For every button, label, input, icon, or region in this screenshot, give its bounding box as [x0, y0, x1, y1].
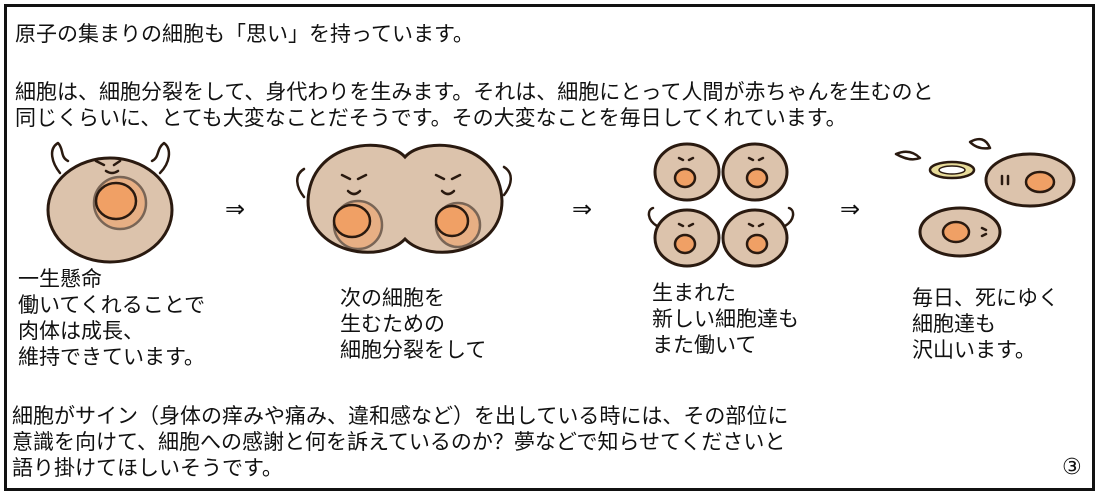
heading: 原子の集まりの細胞も「思い」を持っています。 [15, 22, 474, 46]
arrow-1: ⇒ [225, 195, 246, 223]
cell-dividing-illustration [296, 143, 512, 254]
footer-line-1: 細胞がサイン（身体の痒みや痛み、違和感など）を出している時には、その部位に [12, 404, 789, 428]
caption-3: 生まれた 新しい細胞達も また働いて [652, 281, 799, 357]
dying-cells-illustration [894, 137, 1076, 258]
comic-panel [4, 4, 1095, 491]
intro-line-1: 細胞は、細胞分裂をして、身代わりを生みます。それは、細胞にとって人間が赤ちゃんを… [15, 80, 934, 104]
page-number: ③ [1062, 455, 1082, 480]
cell-working-illustration [46, 141, 174, 264]
intro-line-2: 同じくらいに、とても大変なことだそうです。その大変なことを毎日してくれています。 [15, 106, 847, 130]
footer-line-3: 語り掛けてほしいそうです。 [12, 456, 283, 480]
caption-1: 一生懸命 働いてくれることで 肉体は成長、 維持できています。 [18, 267, 206, 369]
arrow-2: ⇒ [572, 195, 593, 223]
arrow-3: ⇒ [840, 195, 861, 223]
footer-line-2: 意識を向けて、細胞への感謝と何を訴えているのか？夢などで知らせてくださいと [12, 430, 786, 454]
caption-2: 次の細胞を 生むための 細胞分裂をして [340, 286, 487, 362]
caption-4: 毎日、死にゆく 細胞達も 沢山います。 [912, 286, 1059, 362]
new-cells-illustration [647, 142, 795, 268]
